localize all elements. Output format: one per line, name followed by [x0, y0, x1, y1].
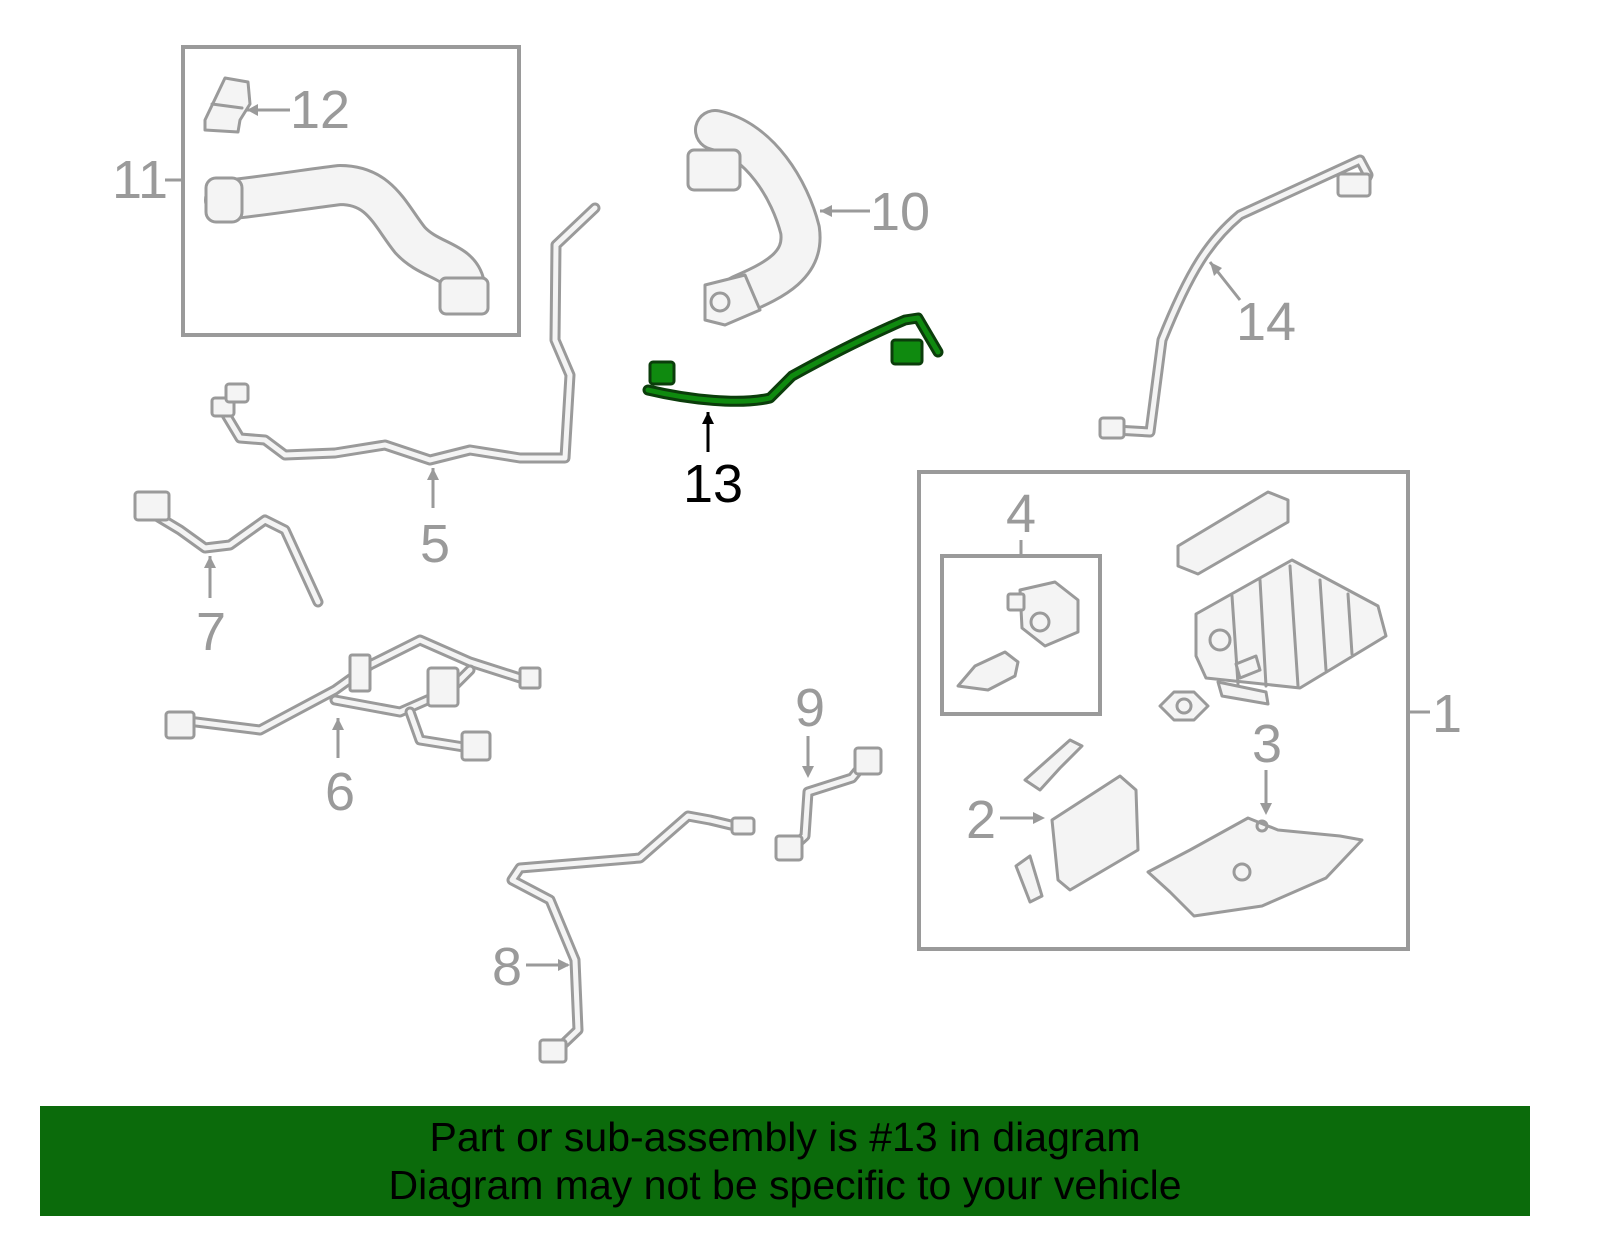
part-8-line[interactable] [506, 810, 756, 1064]
banner-line-2: Diagram may not be specific to your vehi… [388, 1162, 1182, 1208]
callout-14: 14 [1236, 292, 1296, 352]
callout-3: 3 [1252, 714, 1282, 774]
canister[interactable] [1176, 490, 1388, 706]
banner-line-1: Part or sub-assembly is #13 in diagram [429, 1114, 1141, 1160]
part-12-sensor[interactable] [203, 76, 252, 134]
callout-12: 12 [290, 80, 350, 140]
part-7-line[interactable] [133, 490, 324, 608]
part-4-box [940, 554, 1102, 716]
callout-4: 4 [1006, 484, 1036, 544]
callout-7: 7 [196, 602, 226, 662]
callout-11: 11 [112, 150, 168, 210]
callout-9: 9 [795, 678, 825, 738]
part-13-line-highlighted[interactable] [642, 312, 944, 407]
callout-13: 13 [683, 454, 743, 514]
callout-5: 5 [420, 514, 450, 574]
part-11-group[interactable]: 11 12 [112, 45, 521, 337]
part-5-line[interactable] [210, 202, 601, 466]
callout-8: 8 [492, 937, 522, 997]
callout-10: 10 [870, 182, 930, 242]
part-1-assembly[interactable]: 1 4 [917, 470, 1462, 951]
callout-6: 6 [325, 762, 355, 822]
part-4-valve[interactable] [956, 580, 1080, 692]
part-6-harness[interactable] [164, 634, 542, 762]
part-2-bracket[interactable] [1014, 738, 1140, 904]
callout-1: 1 [1432, 684, 1462, 744]
callout-2: 2 [966, 790, 996, 850]
part-14-line[interactable] [1098, 154, 1374, 440]
part-3-plate[interactable] [1146, 816, 1364, 918]
part-9-line[interactable] [774, 746, 883, 862]
part-10-hose[interactable] [686, 109, 822, 327]
part-11-box [181, 45, 521, 337]
nut[interactable] [1158, 690, 1210, 722]
info-banner: Part or sub-assembly is #13 in diagram D… [40, 1106, 1530, 1216]
